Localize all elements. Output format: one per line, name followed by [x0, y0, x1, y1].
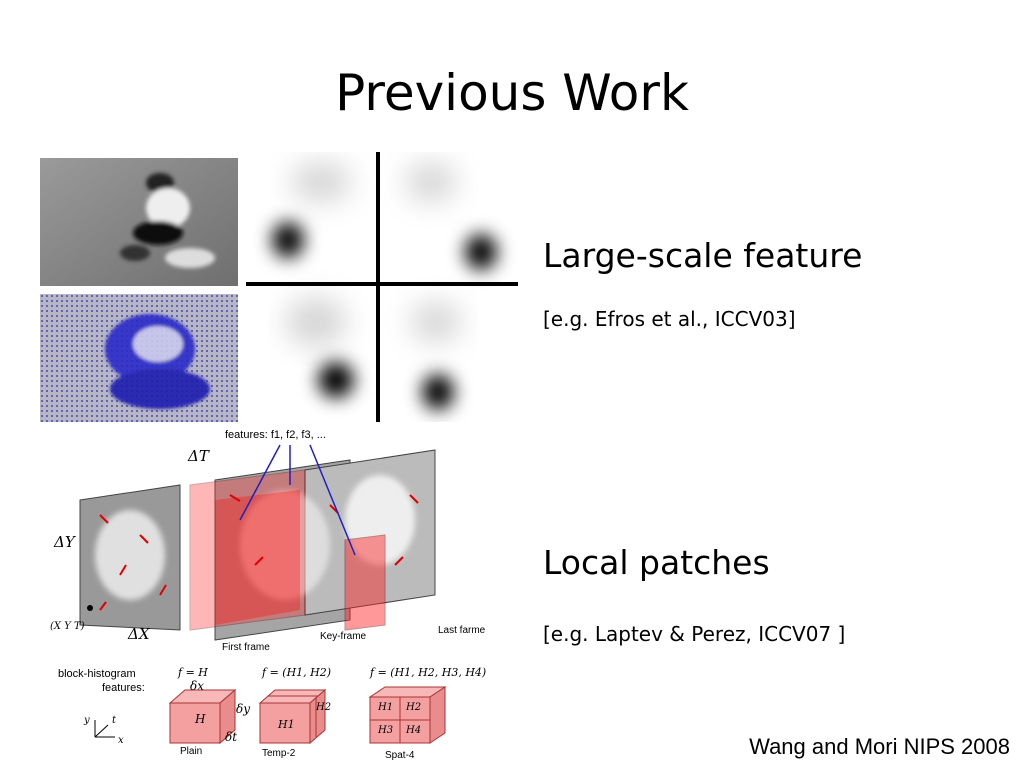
block-h2-spat-label: H2: [406, 702, 422, 713]
optical-flow-image: [40, 294, 238, 422]
plain-caption: Plain: [180, 746, 203, 757]
large-scale-reference: [e.g. Efros et al., ICCV03]: [543, 307, 796, 331]
block-h-label: H: [195, 712, 206, 726]
key-frame-label: Key-frame: [320, 631, 367, 642]
running-person-image: [40, 158, 238, 286]
delta-x-label: ΔX: [128, 625, 150, 643]
spat-caption: Spat-4: [385, 750, 415, 761]
block-h4-spat-label: H4: [406, 725, 422, 736]
dx-label: δx: [190, 679, 204, 693]
last-frame-label: Last farme: [438, 625, 486, 636]
temp-caption: Temp-2: [262, 748, 296, 759]
local-patches-heading: Local patches: [543, 543, 770, 582]
block-h1-temp-label: H1: [278, 718, 295, 731]
dy-label: δy: [236, 702, 251, 716]
block-histogram-label-2: features:: [102, 682, 145, 694]
axis-t-label: t: [112, 715, 117, 726]
first-frame-label: First frame: [222, 642, 270, 653]
f-temp-label: f = (H1, H2): [262, 666, 332, 679]
motion-channel-blobs: [246, 152, 518, 422]
block-histogram-label-1: block-histogram: [58, 668, 136, 680]
local-patches-figure: features: f1, f2, f3, ... ΔT ΔY ΔX (X Y …: [40, 425, 500, 765]
dt-label: δt: [225, 730, 238, 744]
delta-t-label: ΔT: [188, 447, 209, 465]
features-label: features: f1, f2, f3, ...: [225, 429, 326, 441]
f-spat-label: f = (H1, H2, H3, H4): [370, 666, 487, 679]
block-h1-spat-label: H1: [378, 702, 394, 713]
xyt-label: (X Y T): [50, 621, 85, 632]
delta-y-label: ΔY: [54, 533, 75, 551]
local-patches-reference: [e.g. Laptev & Perez, ICCV07 ]: [543, 622, 846, 646]
block-h3-spat-label: H3: [378, 725, 394, 736]
citation: Wang and Mori NIPS 2008: [749, 734, 1010, 759]
f-plain-label: f = H: [178, 666, 208, 679]
axis-y-label: y: [84, 715, 90, 726]
slide-title: Previous Work: [335, 64, 689, 122]
large-scale-heading: Large-scale feature: [543, 236, 863, 275]
axis-x-label: x: [118, 735, 124, 746]
block-h2-temp-label: H2: [316, 702, 332, 713]
